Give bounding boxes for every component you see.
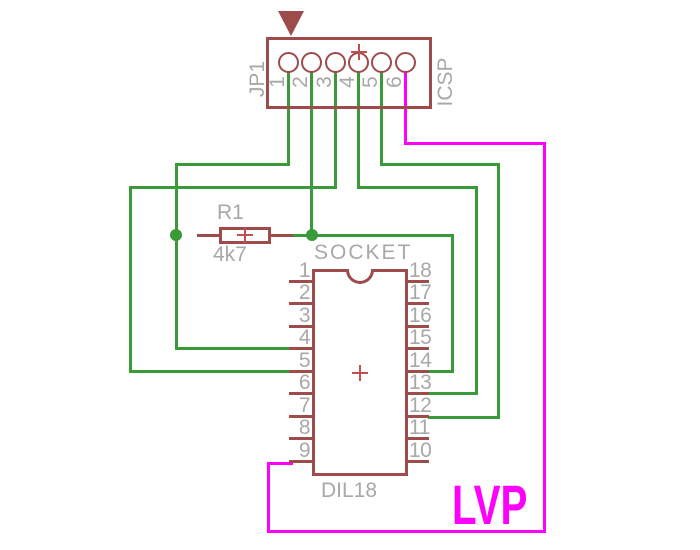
socket-pin-number: 3: [298, 303, 311, 327]
connector-pin-number: 5: [359, 76, 383, 88]
connector-jp1-body[interactable]: [266, 37, 432, 109]
socket-pin-lead: [405, 347, 429, 350]
connector-pin-number: 6: [382, 76, 406, 88]
wire-segment[interactable]: [128, 186, 132, 373]
socket-pin-lead: [288, 347, 315, 350]
socket-pin-number: 13: [409, 371, 432, 394]
connector-pin-number: 4: [335, 76, 359, 88]
connector-pin-number: 2: [289, 76, 313, 88]
resistor-lead: [269, 233, 293, 237]
socket-pin-lead: [405, 324, 429, 328]
socket-pin-lead: [288, 324, 315, 328]
socket-pin-lead: [288, 437, 315, 440]
socket-pin-number: 4: [298, 326, 311, 349]
connector-pin-circle: [324, 51, 346, 73]
socket-pin-number: 15: [409, 326, 432, 349]
wire-segment[interactable]: [428, 369, 454, 373]
wire-segment[interactable]: [428, 392, 478, 395]
origin-cross-icon: [237, 227, 253, 243]
socket-pin-number: 1: [298, 258, 311, 282]
socket-pin-number: 2: [298, 281, 311, 304]
wire-segment[interactable]: [450, 233, 454, 373]
socket-pin-number: 7: [298, 393, 311, 417]
socket-notch: [346, 268, 374, 284]
net-label-lvp[interactable]: LVP: [452, 473, 528, 536]
wire-segment[interactable]: [174, 163, 178, 350]
wire-segment[interactable]: [496, 163, 500, 419]
socket-pin-lead: [405, 369, 429, 373]
wire-segment[interactable]: [474, 186, 478, 395]
socket-pin-lead: [288, 369, 315, 373]
socket-pin-lead: [405, 414, 429, 418]
junction-dot: [305, 229, 318, 241]
wire-segment[interactable]: [428, 416, 500, 419]
socket-pin-lead: [405, 437, 429, 440]
socket-pin-number: 8: [298, 416, 311, 439]
socket-pin-number: 14: [409, 348, 432, 372]
wire-segment[interactable]: [380, 163, 500, 166]
wire-segment[interactable]: [128, 186, 337, 189]
lvp-wire-segment[interactable]: [266, 461, 293, 465]
socket-package: DIL18: [321, 479, 378, 502]
socket-pin-lead: [405, 279, 429, 283]
socket-pin-number: 12: [409, 393, 432, 417]
wire-segment[interactable]: [286, 72, 290, 166]
connector-pin-circle: [301, 51, 323, 73]
connector-pin-circle: [394, 51, 416, 73]
socket-pin-lead: [405, 459, 429, 463]
socket-pin-lead: [288, 459, 315, 463]
socket-pin-lead: [405, 302, 429, 305]
socket-pin-number: 9: [298, 438, 311, 462]
wire-segment[interactable]: [310, 72, 314, 235]
origin-cross-icon: [352, 365, 368, 381]
connector-name: ICSP: [434, 57, 457, 107]
resistor-lead: [197, 233, 221, 237]
wire-segment[interactable]: [290, 233, 454, 237]
socket-pin-lead: [288, 392, 315, 395]
lvp-wire-segment[interactable]: [403, 141, 546, 145]
connector-pin-circle: [371, 51, 393, 73]
wire-segment[interactable]: [174, 163, 290, 166]
wire-segment[interactable]: [380, 72, 384, 166]
lvp-wire-segment[interactable]: [266, 529, 546, 533]
connector-pin-number: 1: [265, 76, 289, 88]
resistor-value: 4k7: [213, 243, 247, 266]
socket-title: SOCKET: [314, 241, 413, 264]
connector-pin-circle: [277, 51, 299, 73]
wire-segment[interactable]: [128, 369, 292, 373]
socket-pin-number: 18: [409, 258, 432, 282]
connector-designator: JP1: [246, 60, 269, 98]
socket-pin-lead: [288, 302, 315, 305]
socket-pin-lead: [405, 392, 429, 395]
socket-pin-number: 5: [298, 348, 311, 372]
resistor-designator: R1: [217, 201, 244, 224]
wire-segment[interactable]: [333, 72, 337, 189]
lvp-wire-segment[interactable]: [542, 141, 546, 533]
socket-pin-number: 16: [409, 303, 432, 327]
junction-dot: [170, 229, 182, 241]
socket-pin-number: 6: [298, 371, 311, 394]
socket-pin-number: 17: [409, 281, 432, 304]
pin1-arrow-icon: [278, 11, 304, 36]
lvp-wire-segment[interactable]: [266, 461, 270, 533]
wire-segment[interactable]: [356, 72, 360, 189]
origin-cross-icon: [351, 44, 367, 60]
socket-pin-number: 11: [409, 416, 430, 439]
socket-pin-lead: [288, 414, 315, 418]
wire-segment[interactable]: [356, 186, 478, 189]
socket-pin-lead: [288, 279, 315, 283]
connector-pin-number: 3: [312, 76, 336, 88]
socket-pin-number: 10: [409, 438, 432, 462]
wire-segment[interactable]: [174, 347, 292, 350]
